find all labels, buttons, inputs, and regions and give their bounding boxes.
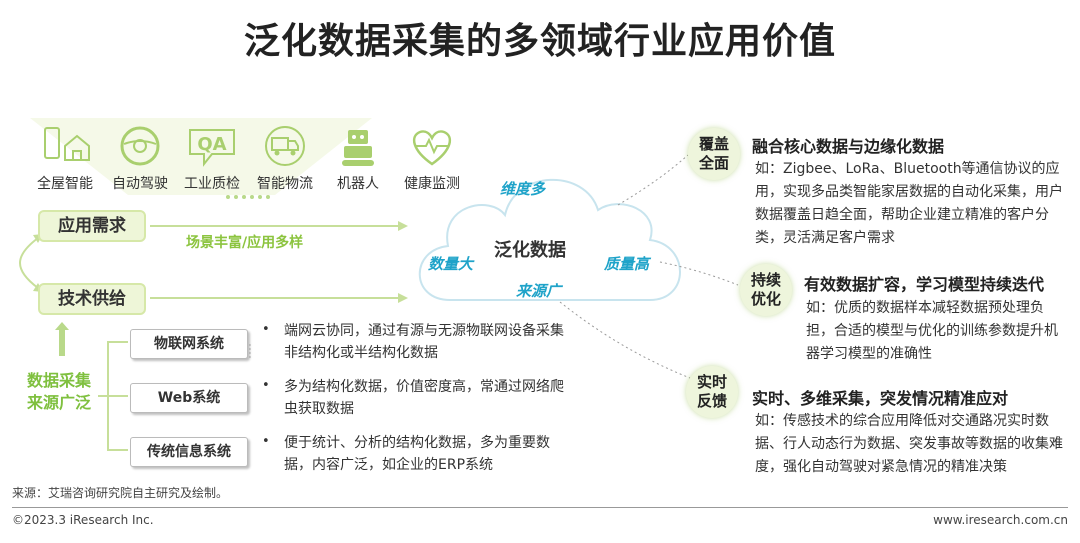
steering-wheel-icon: [114, 124, 166, 172]
heart-pulse-icon: [406, 124, 458, 172]
connector-2: [659, 261, 739, 286]
demand-arrow-head: [398, 221, 408, 231]
system-box-iot: 物联网系统: [130, 329, 248, 359]
application-label: 机器人: [337, 176, 379, 192]
cloud-top-label: 维度多: [500, 180, 546, 198]
cloud-shape: [418, 178, 681, 301]
value-desc-realtime: 如：传感技术的综合应用降低对交通路况实时数据、行人动态行为数据、突发事故等数据的…: [755, 413, 1063, 475]
cloud-right-label: 质量高: [604, 255, 650, 273]
demand-pill: 应用需求: [38, 210, 146, 242]
application-label: 自动驾驶: [112, 176, 168, 192]
bullet: •: [262, 434, 270, 449]
system-desc-web: 多为结构化数据，价值密度高，常通过网络爬虫获取数据: [284, 379, 564, 417]
demand-arrow-label: 场景丰富/应用多样: [186, 235, 304, 251]
cloud-bottom-label: 来源广: [516, 282, 562, 300]
system-desc-iot: 端网云协同，通过有源与无源物联网设备采集非结构化或半结构化数据: [284, 323, 564, 361]
svg-text:QA: QA: [197, 134, 226, 155]
value-badge-optimize: 持续 优化: [740, 264, 792, 316]
application-label: 智能物流: [257, 176, 313, 192]
bullet: •: [262, 378, 270, 393]
website-link[interactable]: www.iresearch.com.cn: [933, 513, 1068, 527]
value-desc-optimize: 如：优质的数据样本减轻数据预处理负担，合适的模型与优化的训练参数提升机器学习模型…: [806, 300, 1058, 362]
value-head-realtime: 实时、多维采集，突发情况精准应对: [752, 389, 1009, 408]
system-box-traditional: 传统信息系统: [130, 437, 248, 467]
cloud-center-label: 泛化数据: [494, 240, 566, 261]
up-arrow: [55, 322, 69, 356]
value-head-coverage: 融合核心数据与边缘化数据: [752, 137, 945, 156]
value-badge-coverage: 覆盖 全面: [688, 128, 740, 180]
value-badge-realtime: 实时 反馈: [686, 366, 738, 418]
connector-3: [559, 301, 691, 379]
value-desc-coverage: 如：Zigbee、LoRa、Bluetooth等通信协议的应用，实现多品类智能家…: [755, 161, 1063, 246]
system-box-web: Web系统: [130, 383, 248, 413]
application-label: 全屋智能: [37, 176, 93, 192]
supply-arrow-head: [398, 293, 408, 303]
system-bracket: [98, 341, 128, 451]
system-desc-traditional: 便于统计、分析的结构化数据，多为重要数据，内容广泛，如企业的ERP系统: [284, 435, 550, 473]
application-label: 工业质检: [184, 176, 240, 192]
application-label: 健康监测: [404, 176, 460, 192]
copyright: ©2023.3 iResearch Inc.: [12, 513, 154, 527]
data-source-label: 数据采集 来源广泛: [26, 371, 91, 412]
page-title: 泛化数据采集的多领域行业应用价值: [243, 21, 836, 62]
truck-icon: [259, 124, 311, 172]
supply-pill: 技术供给: [38, 283, 146, 315]
dots-indicator: [226, 195, 270, 199]
bullet: •: [262, 322, 270, 337]
cloud-left-label: 数量大: [428, 255, 474, 273]
connector-1: [617, 154, 689, 206]
source-note: 来源：艾瑞咨询研究院自主研究及绘制。: [12, 486, 229, 500]
qa-icon: QA: [186, 124, 238, 172]
footer-divider: [12, 507, 1068, 508]
loop-arrow: [19, 237, 39, 289]
robot-icon: [332, 124, 384, 172]
value-head-optimize: 有效数据扩容，学习模型持续迭代: [804, 275, 1045, 294]
smart-home-icon: [39, 124, 91, 172]
